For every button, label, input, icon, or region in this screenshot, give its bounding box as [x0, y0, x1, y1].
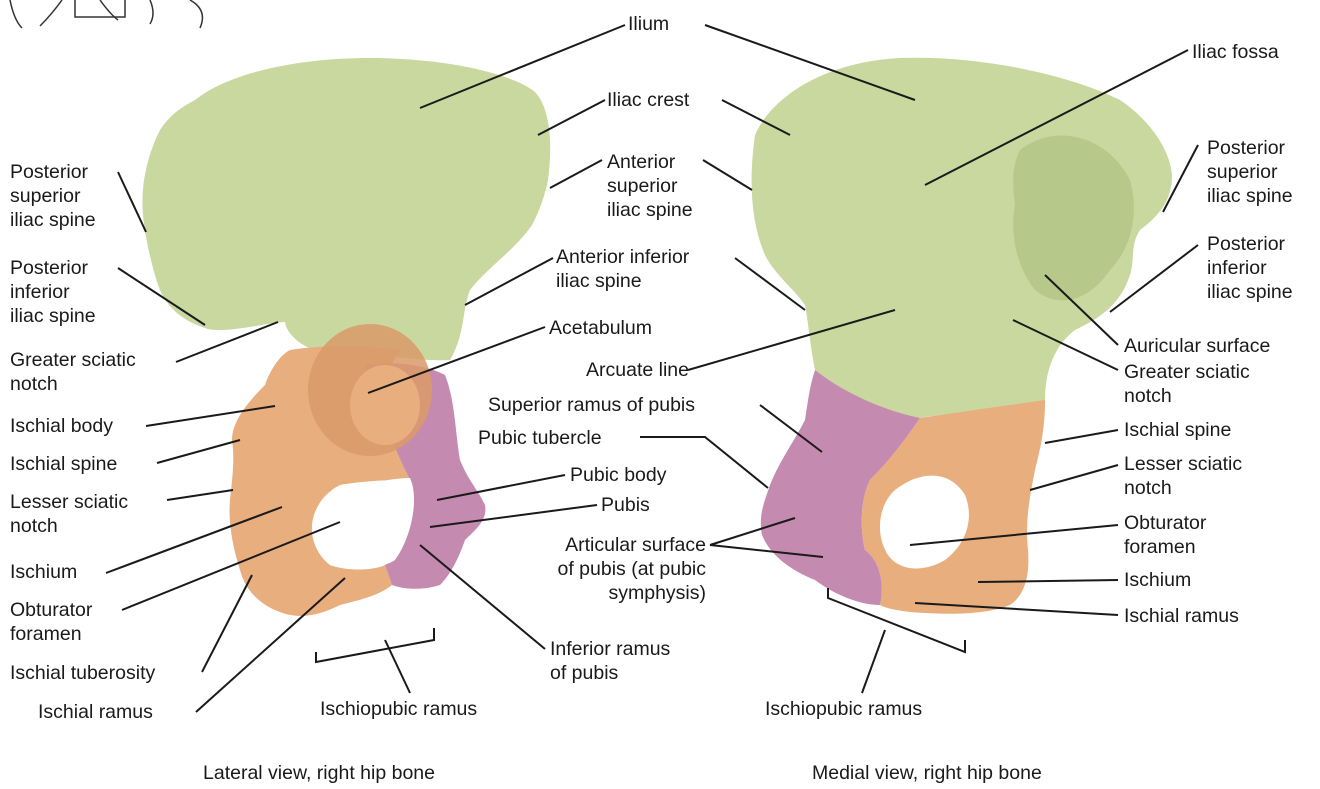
label-arcuate-line: Arcuate line: [586, 358, 689, 382]
label-ischial-body: Ischial body: [10, 414, 113, 438]
label-medial-ischium: Ischium: [1124, 568, 1191, 592]
lateral-ischiopubic-bracket: [316, 628, 434, 662]
label-auricular-surface: Auricular surface: [1124, 334, 1270, 358]
label-lateral-ischiopubic-ramus: Ischiopubic ramus: [320, 697, 477, 721]
caption-lateral-view: Lateral view, right hip bone: [203, 762, 435, 785]
label-medial-ischial-spine: Ischial spine: [1124, 418, 1231, 442]
label-pubic-tubercle: Pubic tubercle: [478, 426, 602, 450]
label-pubic-body: Pubic body: [570, 463, 666, 487]
label-acetabulum: Acetabulum: [549, 316, 652, 340]
label-medial-ischiopubic-ramus: Ischiopubic ramus: [765, 697, 922, 721]
label-iliac-crest: Iliac crest: [607, 88, 689, 112]
label-ischial-tuberosity: Ischial tuberosity: [10, 661, 155, 685]
label-pubis: Pubis: [601, 493, 650, 517]
caption-medial-view: Medial view, right hip bone: [812, 762, 1042, 785]
label-lateral-ischial-spine: Ischial spine: [10, 452, 117, 476]
label-superior-ramus-of-pubis: Superior ramus of pubis: [488, 393, 695, 417]
label-medial-ischial-ramus: Ischial ramus: [1124, 604, 1239, 628]
locator-thumbnail: [10, 0, 202, 28]
label-lateral-ischium: Ischium: [10, 560, 77, 584]
label-ilium: Ilium: [628, 12, 669, 36]
lateral-ilium-shape: [142, 58, 550, 360]
label-iliac-fossa: Iliac fossa: [1192, 40, 1279, 64]
lateral-hip-bone: [142, 58, 550, 616]
label-lateral-ischial-ramus: Ischial ramus: [38, 700, 153, 724]
